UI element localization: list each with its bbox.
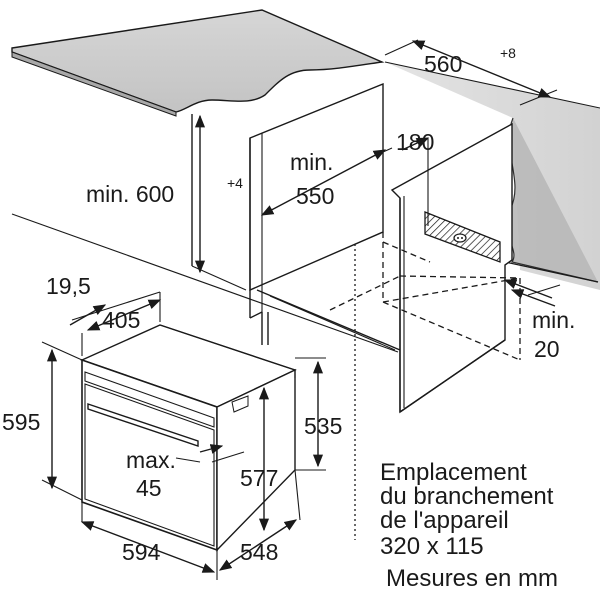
cabinet-depth-line1: min. xyxy=(290,149,333,175)
niche-height-tolerance: +4 xyxy=(227,175,243,191)
body-inner-height-label: 577 xyxy=(240,465,278,491)
front-offset-label: 19,5 xyxy=(46,273,91,299)
body-height-label: 535 xyxy=(304,413,342,439)
socket-area xyxy=(424,211,501,263)
door-gap-line2: 45 xyxy=(136,475,162,501)
dimension-lines xyxy=(41,39,561,580)
niche-height-label: min. 600 xyxy=(86,181,174,207)
socket-note-line2: du branchement xyxy=(380,483,554,510)
oven xyxy=(80,324,297,552)
niche-width-tolerance: +8 xyxy=(500,45,516,61)
socket-note-line4: 320 x 115 xyxy=(380,533,484,560)
floor-line xyxy=(11,213,399,353)
niche-width-label: 560 xyxy=(424,51,462,77)
socket-offset-label: 180 xyxy=(396,129,434,155)
cabinet-left-side xyxy=(249,82,401,351)
door-gap-line1: max. xyxy=(126,447,176,473)
appliance-width-label: 594 xyxy=(122,539,161,565)
rear-gap-line1: min. xyxy=(532,307,575,333)
units-note: Mesures en mm xyxy=(386,565,558,592)
cabinet-right-side xyxy=(390,122,513,414)
appliance-height-label: 595 xyxy=(2,409,40,435)
niche-guides xyxy=(329,232,521,540)
rear-gap-line2: 20 xyxy=(534,336,560,362)
cabinet-depth-line2: 550 xyxy=(296,183,334,209)
worktop xyxy=(11,9,385,117)
appliance-top-depth-label: 405 xyxy=(102,307,140,333)
appliance-depth-label: 548 xyxy=(240,539,278,565)
socket-note-line1: Emplacement xyxy=(380,459,527,486)
socket-note-line3: de l'appareil xyxy=(380,507,509,534)
